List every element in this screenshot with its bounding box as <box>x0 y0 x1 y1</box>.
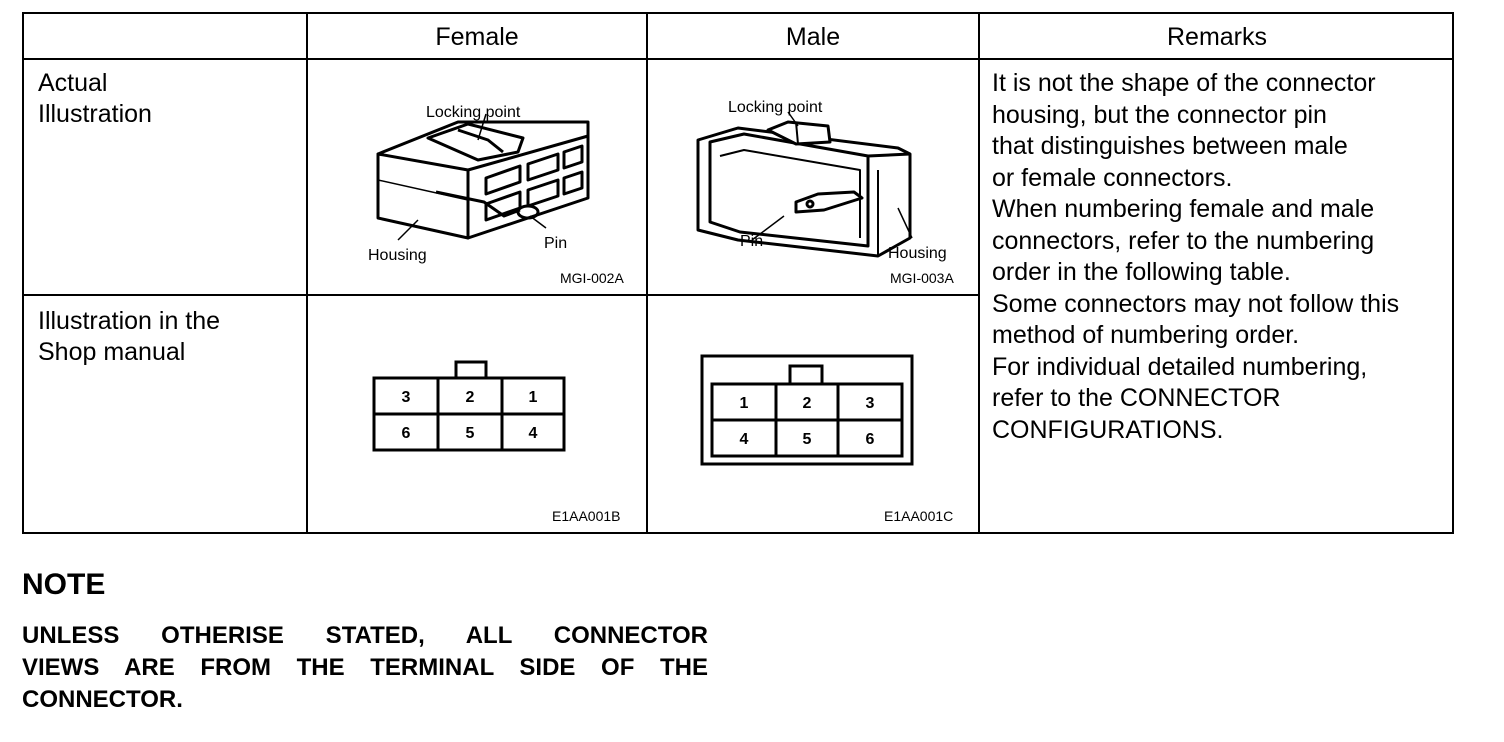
remarks-line: For individual detailed numbering, <box>992 352 1368 381</box>
remarks-line: It is not the shape of the connector <box>992 69 1376 97</box>
row-label-actual: Actual Illustration <box>38 68 152 130</box>
row-label-line: Shop manual <box>38 338 186 366</box>
remarks-line: order in the following table. <box>992 258 1291 286</box>
pin-number: 2 <box>466 389 475 406</box>
figure-code: MGI-002A <box>560 270 624 286</box>
remarks-line: housing, but the connector pin <box>992 100 1327 129</box>
row-label-line: Illustration <box>38 100 152 128</box>
remarks-text: It is not the shape of the connector hou… <box>992 68 1452 446</box>
remarks-line: method of numbering order. <box>992 321 1300 349</box>
table-divider <box>978 14 980 532</box>
male-pin-diagram: 1 2 3 4 5 6 <box>700 354 914 466</box>
pin-number: 4 <box>740 431 749 448</box>
row-label-line: Actual <box>38 69 108 97</box>
pin-number: 2 <box>803 395 812 412</box>
note-title: NOTE <box>22 568 106 601</box>
male-connector-illustration: Locking point Pin Housing <box>696 99 947 262</box>
remarks-line: that distinguishes between male <box>992 132 1348 160</box>
pin-number: 4 <box>529 425 538 442</box>
pin-label: Pin <box>740 233 763 250</box>
remarks-line: Some connectors may not follow this <box>992 289 1400 318</box>
remarks-line: refer to the CONNECTOR <box>992 384 1281 412</box>
note-body: UNLESS OTHERISE STATED, ALL CONNECTOR VI… <box>22 620 708 716</box>
header-empty <box>24 14 306 60</box>
note-line: VIEWS ARE FROM THE TERMINAL SIDE OF THE <box>22 654 708 681</box>
table-divider <box>306 14 308 532</box>
pin-number: 5 <box>466 425 475 442</box>
table-divider <box>24 294 980 296</box>
header-remarks: Remarks <box>1166 22 1267 51</box>
remarks-line: or female connectors. <box>992 163 1233 192</box>
pin-number: 3 <box>402 389 411 406</box>
connector-table: Female Male Remarks Actual Illustration … <box>22 12 1454 534</box>
row-label-shop: Illustration in the Shop manual <box>38 306 220 368</box>
note-line: CONNECTOR. <box>22 686 183 713</box>
housing-label: Housing <box>888 245 947 262</box>
pin-number: 6 <box>402 425 411 442</box>
female-pin-diagram: 3 2 1 6 5 4 <box>372 360 566 452</box>
locking-point-label: Locking point <box>728 99 823 116</box>
pin-number: 3 <box>866 395 875 412</box>
locking-point-label: Locking point <box>426 104 521 121</box>
remarks-line: CONFIGURATIONS. <box>992 415 1224 444</box>
header-female: Female <box>435 22 519 51</box>
figure-code: E1AA001C <box>884 508 954 524</box>
remarks-line: When numbering female and male <box>992 195 1375 223</box>
pin-number: 1 <box>740 395 749 412</box>
pin-number: 5 <box>803 431 812 448</box>
pin-number: 1 <box>529 389 538 406</box>
remarks-line: connectors, refer to the numbering <box>992 226 1375 255</box>
female-connector-illustration: Locking point Pin Housing <box>368 104 590 264</box>
row-label-line: Illustration in the <box>38 307 221 335</box>
housing-label: Housing <box>368 247 427 264</box>
figure-code: E1AA001B <box>552 508 621 524</box>
note-line: UNLESS OTHERISE STATED, ALL CONNECTOR <box>22 622 708 649</box>
figure-code: MGI-003A <box>890 270 954 286</box>
table-divider <box>646 14 648 532</box>
table-divider <box>24 58 1452 60</box>
header-male: Male <box>785 22 841 51</box>
pin-number: 6 <box>866 431 875 448</box>
pin-label: Pin <box>544 235 567 252</box>
